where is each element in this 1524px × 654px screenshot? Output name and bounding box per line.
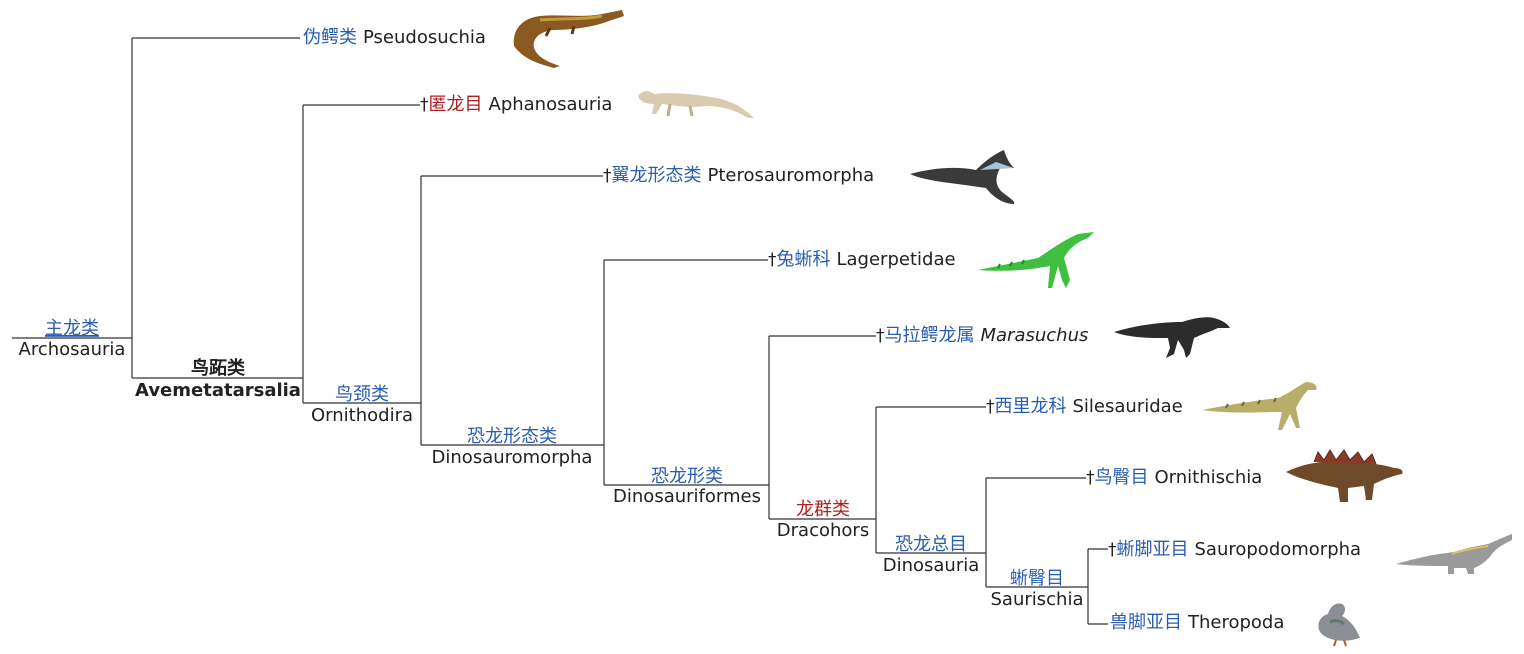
clade-dinosauriformes-en: Dinosauriformes (613, 486, 761, 507)
root-label-cn[interactable]: 主龙类 (45, 318, 99, 339)
dagger-mark: † (986, 397, 995, 417)
leaf-ornithischia: †鸟臀目 Ornithischia (1086, 467, 1262, 488)
leaf-aphanosauria-en: Aphanosauria (489, 94, 613, 115)
lagerpetid-icon (978, 232, 1094, 288)
leaf-lagerpetidae: †兔蜥科 Lagerpetidae (768, 249, 956, 270)
leaf-lagerpetidae-cn[interactable]: 兔蜥科 (777, 249, 831, 270)
dagger-mark: † (603, 166, 612, 186)
leaf-pseudosuchia-en: Pseudosuchia (363, 27, 486, 48)
marasuchus-icon (1114, 317, 1230, 358)
leaf-silesauridae-cn[interactable]: 西里龙科 (995, 396, 1067, 417)
leaf-aphanosauria: †匿龙目 Aphanosauria (420, 94, 612, 115)
dagger-mark: † (1086, 468, 1095, 488)
leaf-sauropodomorpha-cn[interactable]: 蜥脚亚目 (1117, 539, 1189, 560)
root-label-en: Archosauria (19, 339, 126, 360)
dagger-mark: † (1108, 540, 1117, 560)
cladogram-branches (12, 37, 1108, 625)
leaf-theropoda-cn[interactable]: 兽脚亚目 (1110, 612, 1182, 633)
clade-saurischia-cn[interactable]: 蜥臀目 (1010, 568, 1064, 589)
dagger-mark: † (876, 326, 885, 346)
leaf-marasuchus-cn[interactable]: 马拉鳄龙属 (885, 325, 975, 346)
clade-dinosauriformes-cn[interactable]: 恐龙形类 (651, 466, 723, 487)
leaf-lagerpetidae-en: Lagerpetidae (837, 249, 956, 270)
leaf-ornithischia-en: Ornithischia (1155, 467, 1263, 488)
clade-labels: 主龙类 Archosauria 鸟跖类 Avemetatarsalia 鸟颈类 … (19, 318, 1084, 610)
leaf-sauropodomorpha: †蜥脚亚目 Sauropodomorpha (1108, 539, 1361, 560)
leaf-pterosauromorpha: †翼龙形态类 Pterosauromorpha (603, 165, 874, 186)
leaf-sauropodomorpha-en: Sauropodomorpha (1195, 539, 1362, 560)
silesaurid-icon (1202, 382, 1317, 430)
clade-dracohors-cn[interactable]: 龙群类 (796, 499, 850, 520)
clade-dinosauromorpha-cn[interactable]: 恐龙形态类 (467, 426, 557, 447)
clade-ornithodira-cn[interactable]: 鸟颈类 (335, 384, 389, 405)
aphanosaur-icon (638, 91, 754, 118)
clade-avemetatarsalia-cn: 鸟跖类 (191, 357, 246, 379)
leaf-marasuchus: †马拉鳄龙属 Marasuchus (876, 325, 1088, 346)
dagger-mark: † (420, 95, 429, 115)
leaf-silesauridae: †西里龙科 Silesauridae (986, 396, 1183, 417)
clade-avemetatarsalia-en: Avemetatarsalia (135, 380, 301, 401)
clade-dinosauria-en: Dinosauria (883, 555, 980, 576)
clade-ornithodira-en: Ornithodira (311, 405, 413, 426)
clade-dinosauromorpha-en: Dinosauromorpha (432, 447, 593, 468)
leaf-pterosauromorpha-en: Pterosauromorpha (708, 165, 875, 186)
clade-saurischia-en: Saurischia (991, 589, 1084, 610)
crocodile-icon (513, 10, 624, 68)
leaf-silesauridae-en: Silesauridae (1073, 396, 1183, 417)
leaf-pterosauromorpha-cn[interactable]: 翼龙形态类 (612, 165, 702, 186)
leaf-pseudosuchia: 伪鳄类 Pseudosuchia (303, 27, 486, 48)
leaf-marasuchus-en: Marasuchus (981, 325, 1089, 346)
pigeon-icon (1318, 603, 1360, 647)
sauropod-icon (1396, 534, 1512, 574)
pterosaur-icon (910, 150, 1015, 204)
clade-dracohors-en: Dracohors (777, 520, 869, 541)
leaf-theropoda-en: Theropoda (1187, 612, 1284, 633)
dagger-mark: † (768, 250, 777, 270)
leaf-pseudosuchia-cn[interactable]: 伪鳄类 (303, 27, 357, 48)
stegosaur-icon (1286, 449, 1403, 502)
leaf-ornithischia-cn[interactable]: 鸟臀目 (1095, 467, 1149, 488)
leaf-aphanosauria-cn[interactable]: 匿龙目 (429, 94, 483, 115)
clade-dinosauria-cn[interactable]: 恐龙总目 (895, 534, 967, 555)
